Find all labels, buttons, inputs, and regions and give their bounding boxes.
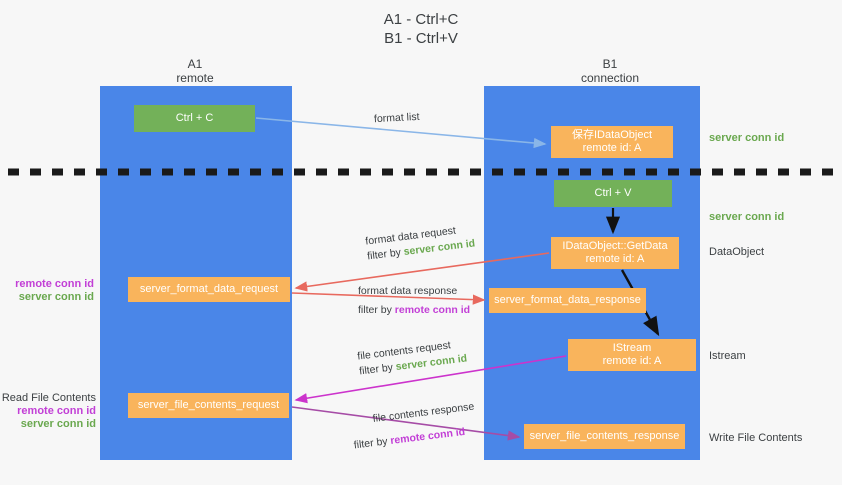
node-idataobject-getdata[interactable]: IDataObject::GetData remote id: A	[551, 237, 679, 269]
node-istream[interactable]: IStream remote id: A	[568, 339, 696, 371]
node-server-file-contents-request[interactable]: server_file_contents_request	[128, 393, 289, 418]
annotation-write-file-contents: Write File Contents	[709, 432, 803, 444]
node-server-file-contents-response[interactable]: server_file_contents_response	[524, 424, 685, 449]
annotation-server-conn-id-mid: server conn id	[709, 211, 785, 223]
column-header-b1: B1 connection	[580, 57, 640, 85]
annotation-left-conn-ids-1: remote conn id server conn id	[0, 278, 94, 304]
annotation-server-conn-id-top: server conn id	[709, 132, 785, 144]
node-ctrl-c[interactable]: Ctrl + C	[134, 105, 255, 132]
column-header-a1: A1 remote	[176, 57, 214, 85]
label-filter-remote-conn-id: remote conn id	[394, 304, 471, 316]
annotation-read-file-contents: Read File Contents	[1, 392, 96, 404]
label-format-data-response-line1: format data response	[358, 285, 458, 297]
page-title: A1 - Ctrl+C B1 - Ctrl+V	[383, 11, 459, 47]
arrow-format-data-request	[294, 252, 550, 292]
annotation-left-conn-ids-2: Read File Contents remote conn id server…	[0, 392, 96, 431]
annotation-dataobject: DataObject	[709, 246, 765, 258]
annotation-istream: Istream	[709, 350, 746, 362]
label-filter-prefix: filter by	[353, 435, 392, 452]
annotation-remote-conn-id: remote conn id	[15, 278, 94, 290]
arrow-file-contents-response	[291, 406, 521, 441]
node-save-idataobject[interactable]: 保存IDataObject remote id: A	[551, 126, 673, 158]
annotation-server-conn-id: server conn id	[18, 291, 94, 303]
label-filter-prefix: filter by	[358, 361, 397, 378]
annotation-remote-conn-id: remote conn id	[17, 405, 96, 417]
arrow-file-contents-request	[294, 355, 567, 404]
node-ctrl-v[interactable]: Ctrl + V	[554, 180, 672, 207]
node-server-format-data-response[interactable]: server_format_data_response	[489, 288, 646, 313]
label-filter-prefix: filter by	[358, 304, 395, 316]
label-filter-prefix: filter by	[366, 246, 405, 263]
label-format-list-text: format list	[373, 110, 420, 126]
arrow-format-data-response	[291, 292, 486, 305]
label-format-list: format list	[374, 110, 420, 127]
node-server-format-data-request[interactable]: server_format_data_request	[128, 277, 290, 302]
label-format-data-response: format data response filter by remote co…	[358, 284, 470, 318]
annotation-server-conn-id: server conn id	[20, 418, 96, 430]
arrow-format-list	[255, 117, 547, 149]
